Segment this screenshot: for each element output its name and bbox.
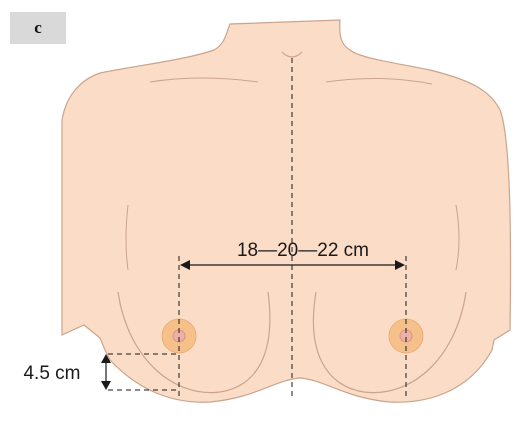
vertical-offset-label: 4.5 cm	[23, 363, 80, 384]
offset-arrowhead-bottom	[101, 381, 111, 390]
nipple-distance-label: 18—20—22 cm	[237, 240, 369, 261]
torso-outline	[62, 20, 511, 402]
